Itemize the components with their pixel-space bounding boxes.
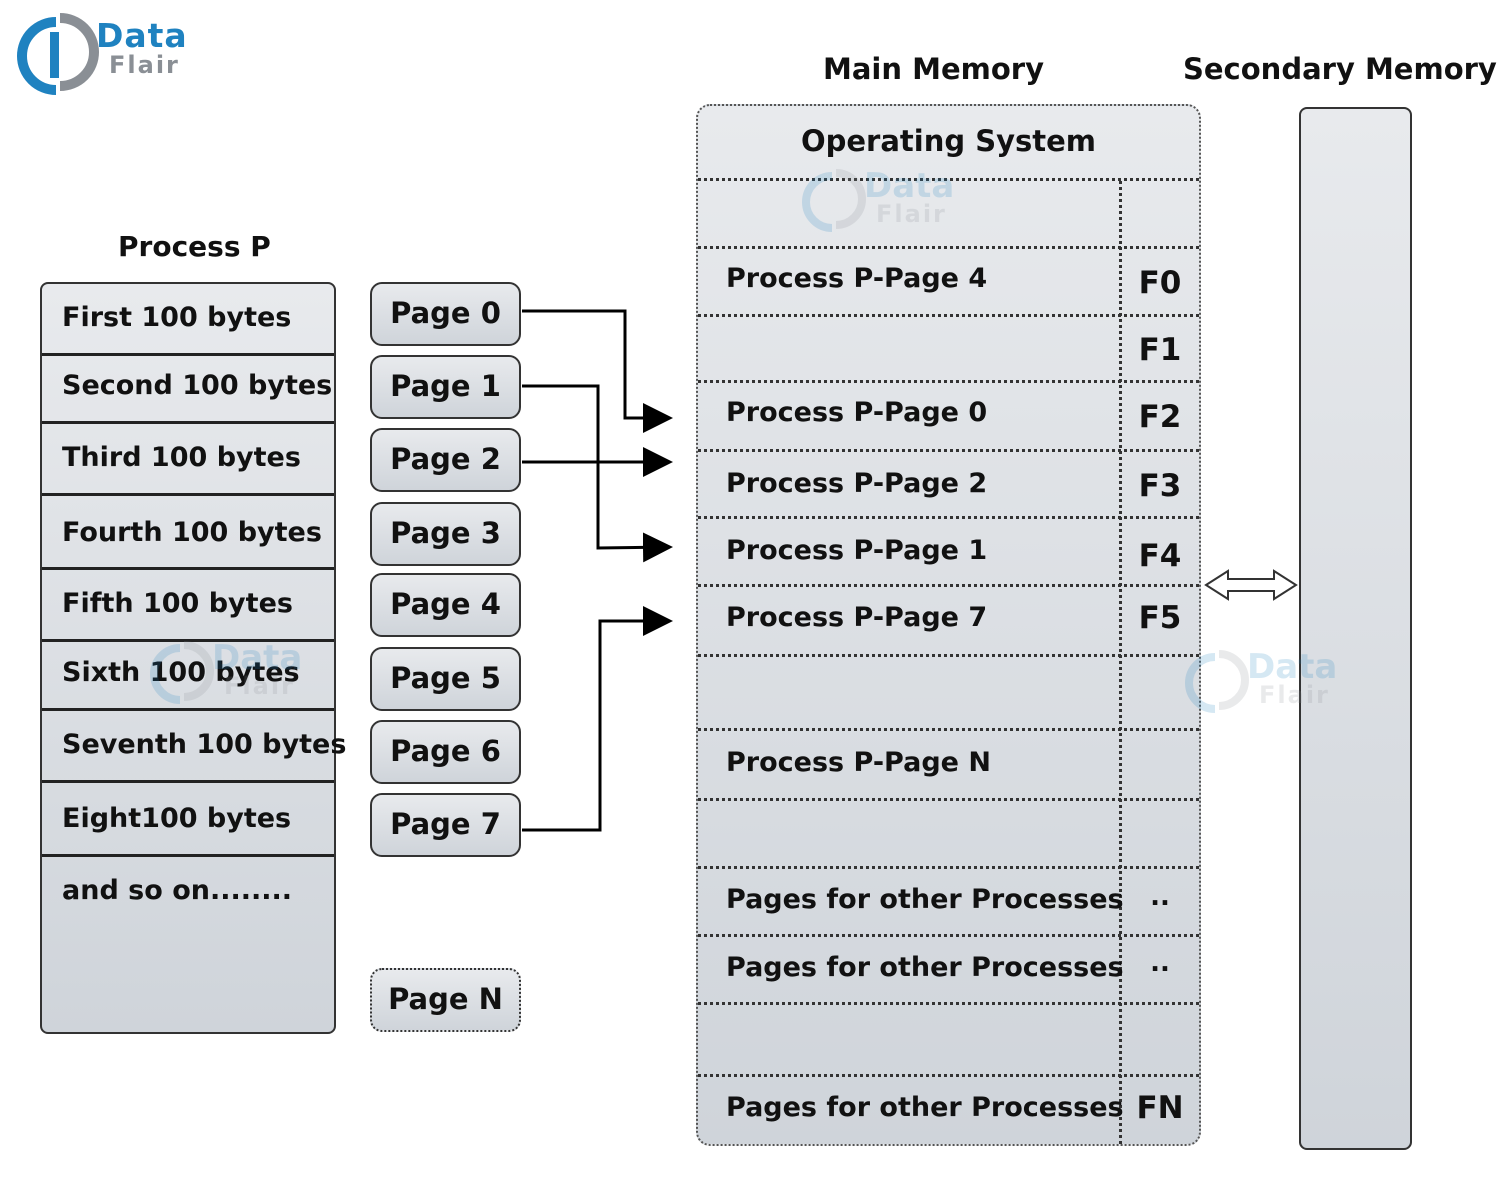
memory-frame-row: Pages for other Processes.. [726, 882, 1170, 915]
page-box-5: Page 5 [370, 647, 521, 711]
frame-column-divider [1119, 181, 1122, 1144]
arrow-page7-to-f5 [522, 606, 673, 832]
memory-frame-row [698, 1004, 1199, 1074]
page-box-4: Page 4 [370, 573, 521, 637]
row-divider [698, 314, 1199, 317]
process-p-table: First 100 bytes Second 100 bytes Third 1… [40, 282, 346, 1034]
row-divider [698, 178, 1199, 181]
page-box-1: Page 1 [370, 355, 521, 419]
row-divider [698, 1074, 1199, 1077]
watermark: Data Flair [802, 166, 1002, 246]
watermark-logo-icon [802, 169, 866, 232]
secondary-memory-block: Data Flair [1185, 107, 1412, 1150]
process-segment: Fifth 100 bytes [42, 570, 334, 642]
row-divider [698, 934, 1199, 937]
row-divider [698, 380, 1199, 383]
main-memory-table: Operating System Data Flair Process P-Pa… [696, 104, 1201, 1146]
page-box-6: Page 6 [370, 720, 521, 784]
memory-frame-row: Pages for other Processes.. [726, 948, 1170, 983]
page-box-7: Page 7 [370, 793, 521, 857]
process-segment: Sixth 100 bytes [42, 642, 334, 711]
page-box-3: Page 3 [370, 502, 521, 566]
memory-frame-row [698, 800, 1199, 866]
memory-frame-row [698, 656, 1199, 728]
watermark-logo-icon [1185, 650, 1249, 713]
row-divider [698, 1002, 1199, 1005]
row-divider [698, 516, 1199, 519]
process-heading: Process P [118, 230, 271, 263]
page-box-2: Page 2 [370, 428, 521, 492]
watermark: Data Flair [150, 638, 350, 718]
watermark: Data Flair [1185, 647, 1385, 727]
logo-text-flair: Flair [109, 51, 180, 79]
row-divider [698, 449, 1199, 452]
watermark-logo-icon [150, 641, 214, 704]
memory-frame-row [698, 178, 1199, 248]
process-segment: Eight100 bytes [42, 783, 334, 857]
process-segment: Fourth 100 bytes [42, 496, 334, 570]
logo-text-data: Data [96, 16, 188, 55]
main-memory-heading: Main Memory [823, 52, 1044, 86]
logo-mark-icon [17, 13, 99, 95]
page-box-0: Page 0 [370, 282, 521, 346]
secondary-memory-heading: Secondary Memory [1183, 52, 1497, 86]
row-divider [698, 728, 1199, 731]
memory-frame-row: F1 [1138, 332, 1182, 368]
process-segment: Second 100 bytes [42, 356, 334, 424]
row-divider [698, 798, 1199, 801]
row-divider [698, 654, 1199, 657]
dataflair-logo: Data Flair [16, 13, 196, 98]
row-divider [698, 584, 1199, 587]
swap-double-arrow-icon [1204, 569, 1298, 601]
process-segment: Seventh 100 bytes [42, 711, 346, 783]
arrow-page1-to-f4 [522, 384, 673, 563]
page-box-n: Page N [370, 968, 521, 1032]
process-segment: Third 100 bytes [42, 424, 334, 496]
arrow-page0-to-f2 [522, 309, 673, 433]
process-segment: First 100 bytes [42, 284, 334, 356]
row-divider [698, 246, 1199, 249]
memory-frame-row: Process P-Page N [726, 747, 991, 778]
row-divider [698, 866, 1199, 869]
process-segment: and so on........ [62, 875, 293, 906]
operating-system-label: Operating System [800, 124, 1097, 158]
